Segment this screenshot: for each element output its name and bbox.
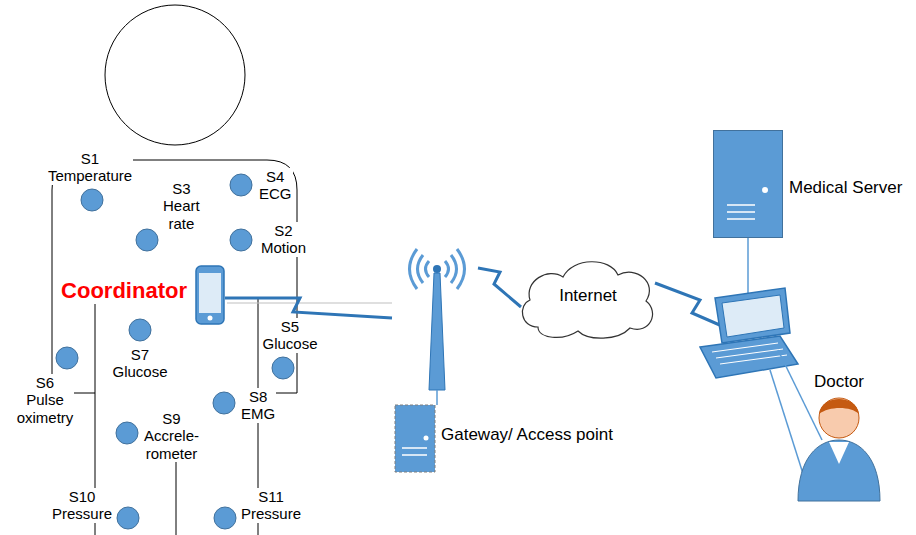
server-node: Medical Server <box>713 130 783 238</box>
laptop-link <box>778 350 822 440</box>
sensor-dot <box>116 422 138 444</box>
sensor-node: S2 Motion <box>229 228 253 252</box>
sensor-node: S6 Pulse oximetry <box>55 346 79 370</box>
sensor-shape <box>213 506 237 530</box>
doctor-label: Doctor <box>814 372 864 392</box>
sensor-node: S7 Glucose <box>128 318 152 342</box>
sensor-dot <box>81 189 103 211</box>
doctor-shape <box>793 372 885 502</box>
antenna-cable <box>436 390 438 405</box>
laptop-keys <box>712 343 787 364</box>
wireless-link <box>225 298 392 318</box>
sensor-label: S1 Temperature <box>47 150 133 185</box>
phone-node: Coordinator <box>195 265 225 325</box>
server-link <box>747 238 749 293</box>
sensor-dot <box>129 319 151 341</box>
sensor-node: S10 Pressure <box>116 506 140 530</box>
server-label: Medical Server <box>789 178 902 198</box>
phone-button <box>208 316 213 321</box>
sensor-shape <box>80 188 104 212</box>
cloud-outline <box>522 262 652 338</box>
radio-waves <box>410 249 465 289</box>
gateway-box <box>395 405 435 472</box>
sensor-shape <box>212 391 236 415</box>
server-led <box>762 187 768 193</box>
doctor-head <box>819 398 859 438</box>
sensor-dot <box>230 174 252 196</box>
sensor-dot <box>230 229 252 251</box>
sensor-label: S10 Pressure <box>51 488 113 523</box>
phone-shape <box>195 265 225 325</box>
gateway-slots <box>402 448 427 455</box>
phone-screen <box>199 273 221 313</box>
sensor-shape <box>55 346 79 370</box>
sensor-node: S11 Pressure <box>213 506 237 530</box>
sensor-dot <box>56 347 78 369</box>
sensor-node: S3 Heart rate <box>135 228 159 252</box>
sensor-label: S4 ECG <box>258 168 293 203</box>
sensor-label: S2 Motion <box>260 222 307 257</box>
sensor-shape <box>229 228 253 252</box>
sensor-label: S6 Pulse oximetry <box>16 374 75 426</box>
wireless-link <box>655 283 722 326</box>
sensor-shape <box>135 228 159 252</box>
sensor-dot <box>214 507 236 529</box>
wireless-link <box>478 268 521 307</box>
sensor-label: S7 Glucose <box>111 346 168 381</box>
sensor-shape <box>128 318 152 342</box>
sensor-label: S8 EMG <box>240 388 276 423</box>
link-line <box>227 303 392 304</box>
sensor-node: S1 Temperature <box>80 188 104 212</box>
cloud-node: Internet <box>518 255 658 340</box>
body-outline <box>52 160 297 535</box>
sensor-node: S5 Glucose <box>271 356 295 380</box>
doctor-body <box>798 440 880 501</box>
sensor-dot <box>272 357 294 379</box>
antenna-tip <box>433 265 441 273</box>
server-slots <box>727 205 755 219</box>
cloud-label: Internet <box>559 286 617 306</box>
doctor-collar <box>829 442 849 464</box>
sensor-dot <box>136 229 158 251</box>
laptop-keyboard <box>700 336 798 378</box>
doctor-hair <box>819 399 859 414</box>
body-head <box>105 5 245 145</box>
phone-body <box>196 266 224 324</box>
sensor-label: S11 Pressure <box>240 488 302 523</box>
gateway-label: Gateway/ Access point <box>441 425 613 445</box>
laptop-display <box>722 295 784 337</box>
coordinator-label: Coordinator <box>59 278 189 304</box>
server-box <box>714 131 783 238</box>
sensor-label: S9 Accrele- rometer <box>143 410 200 462</box>
sensor-node: S8 EMG <box>212 391 236 415</box>
sensor-node: S4 ECG <box>229 173 253 197</box>
sensor-shape <box>271 356 295 380</box>
sensor-shape <box>115 421 139 445</box>
doctor-node: Doctor <box>793 372 885 502</box>
sensor-shape <box>116 506 140 530</box>
sensor-label: S3 Heart rate <box>162 180 201 232</box>
gateway-led <box>424 436 429 441</box>
sensor-label: S5 Glucose <box>261 318 318 353</box>
sensor-dot <box>213 392 235 414</box>
antenna-mast <box>429 273 445 390</box>
laptop-link <box>770 370 805 480</box>
sensor-shape <box>229 173 253 197</box>
laptop-screen <box>715 288 790 343</box>
server-shape <box>713 130 783 238</box>
sensor-dot <box>117 507 139 529</box>
gateway-node: Gateway/ Access point <box>392 243 478 475</box>
sensor-node: S9 Accrele- rometer <box>115 421 139 445</box>
